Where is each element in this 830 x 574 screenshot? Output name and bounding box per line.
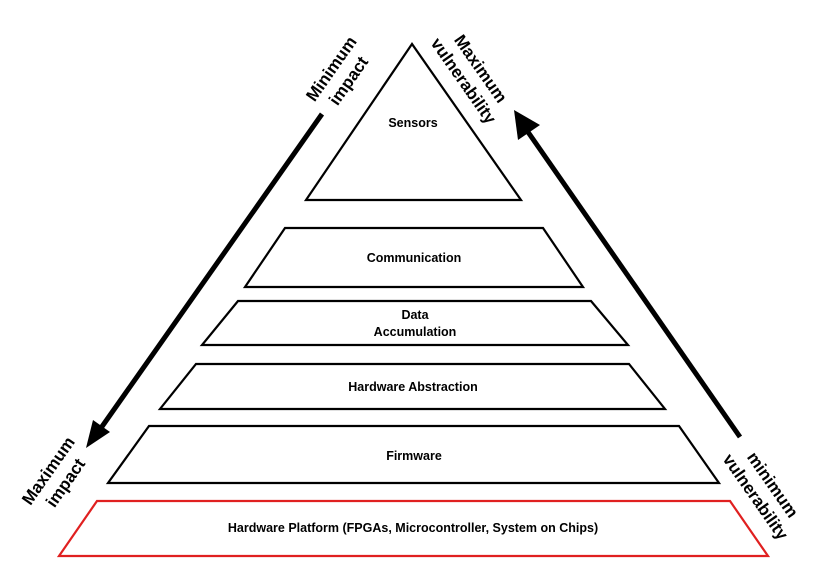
layer-hardware-platform: Hardware Platform (FPGAs, Microcontrolle… — [56, 499, 771, 558]
impact-arrow-head-icon — [86, 420, 110, 448]
layer-hardware-abstraction-label: Hardware Abstraction — [348, 380, 477, 394]
label-maximum-impact: Maximum impact — [18, 433, 89, 511]
layer-hardware-platform-shape — [56, 499, 771, 558]
layer-sensors-label: Sensors — [388, 116, 437, 130]
layer-data-accumulation-label-line2: Accumulation — [374, 325, 457, 339]
layer-sensors-shape — [303, 42, 524, 202]
vulnerability-arrow — [514, 110, 743, 439]
label-minimum-impact: Minimum impact — [302, 33, 372, 109]
layer-sensors: Sensors — [303, 42, 524, 202]
layer-firmware-shape — [105, 424, 722, 485]
vulnerability-arrow-head-icon — [514, 110, 540, 140]
layer-hardware-platform-label: Hardware Platform (FPGAs, Microcontrolle… — [228, 521, 598, 535]
layer-communication-label: Communication — [367, 251, 461, 265]
layer-data-accumulation-label-line1: Data — [401, 308, 429, 322]
layer-firmware: Firmware — [105, 424, 722, 485]
layer-firmware-label: Firmware — [386, 449, 442, 463]
layer-data-accumulation: Data Accumulation — [199, 299, 631, 347]
impact-arrow — [86, 112, 325, 448]
vulnerability-arrow-line — [525, 130, 743, 439]
layer-communication-shape — [242, 226, 586, 289]
layer-hardware-abstraction: Hardware Abstraction — [157, 362, 668, 411]
layer-hardware-abstraction-shape — [157, 362, 668, 411]
layer-communication: Communication — [242, 226, 586, 289]
layer-data-accumulation-shape — [199, 299, 631, 347]
impact-arrow-line — [98, 112, 325, 430]
